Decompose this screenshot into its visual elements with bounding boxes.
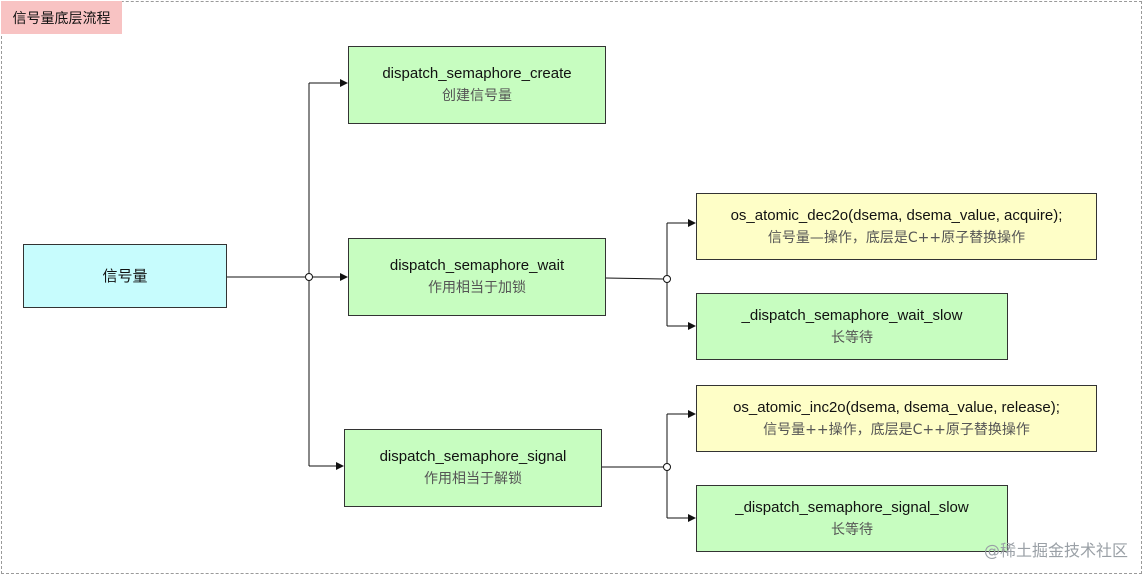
signal-desc: 作用相当于解锁 [424, 471, 522, 487]
wait-name: dispatch_semaphore_wait [389, 257, 565, 274]
wait-node: dispatch_semaphore_wait 作用相当于加锁 [348, 238, 606, 316]
signal-name: dispatch_semaphore_signal [379, 448, 567, 465]
wait-slow-desc: 长等待 [831, 329, 873, 346]
signal-slow-desc: 长等待 [831, 521, 873, 538]
wait-slow-node: _dispatch_semaphore_wait_slow 长等待 [696, 293, 1008, 360]
wait-desc: 作用相当于加锁 [428, 280, 526, 296]
diagram-title: 信号量底层流程 [1, 1, 122, 34]
wait-slow-name: _dispatch_semaphore_wait_slow [741, 306, 963, 324]
root-node: 信号量 [23, 244, 227, 308]
signal-slow-node: _dispatch_semaphore_signal_slow 长等待 [696, 485, 1008, 552]
root-label: 信号量 [102, 267, 148, 285]
create-node: dispatch_semaphore_create 创建信号量 [348, 46, 606, 124]
signal-node: dispatch_semaphore_signal 作用相当于解锁 [344, 429, 602, 507]
inc2o-name: os_atomic_inc2o(dsema, dsema_value, rele… [733, 398, 1060, 416]
signal-junction [663, 463, 671, 471]
create-name: dispatch_semaphore_create [382, 65, 572, 82]
root-junction [305, 273, 313, 281]
inc2o-node: os_atomic_inc2o(dsema, dsema_value, rele… [696, 385, 1097, 452]
wait-junction [663, 275, 671, 283]
watermark: @稀土掘金技术社区 [983, 541, 1128, 560]
inc2o-desc: 信号量++操作，底层是C++原子替换操作 [763, 421, 1030, 438]
signal-slow-name: _dispatch_semaphore_signal_slow [735, 498, 969, 516]
create-desc: 创建信号量 [442, 88, 512, 104]
dec2o-name: os_atomic_dec2o(dsema, dsema_value, acqu… [730, 206, 1063, 224]
dec2o-desc: 信号量—操作，底层是C++原子替换操作 [767, 229, 1026, 246]
wait-connector [604, 277, 664, 280]
dec2o-node: os_atomic_dec2o(dsema, dsema_value, acqu… [696, 193, 1097, 260]
